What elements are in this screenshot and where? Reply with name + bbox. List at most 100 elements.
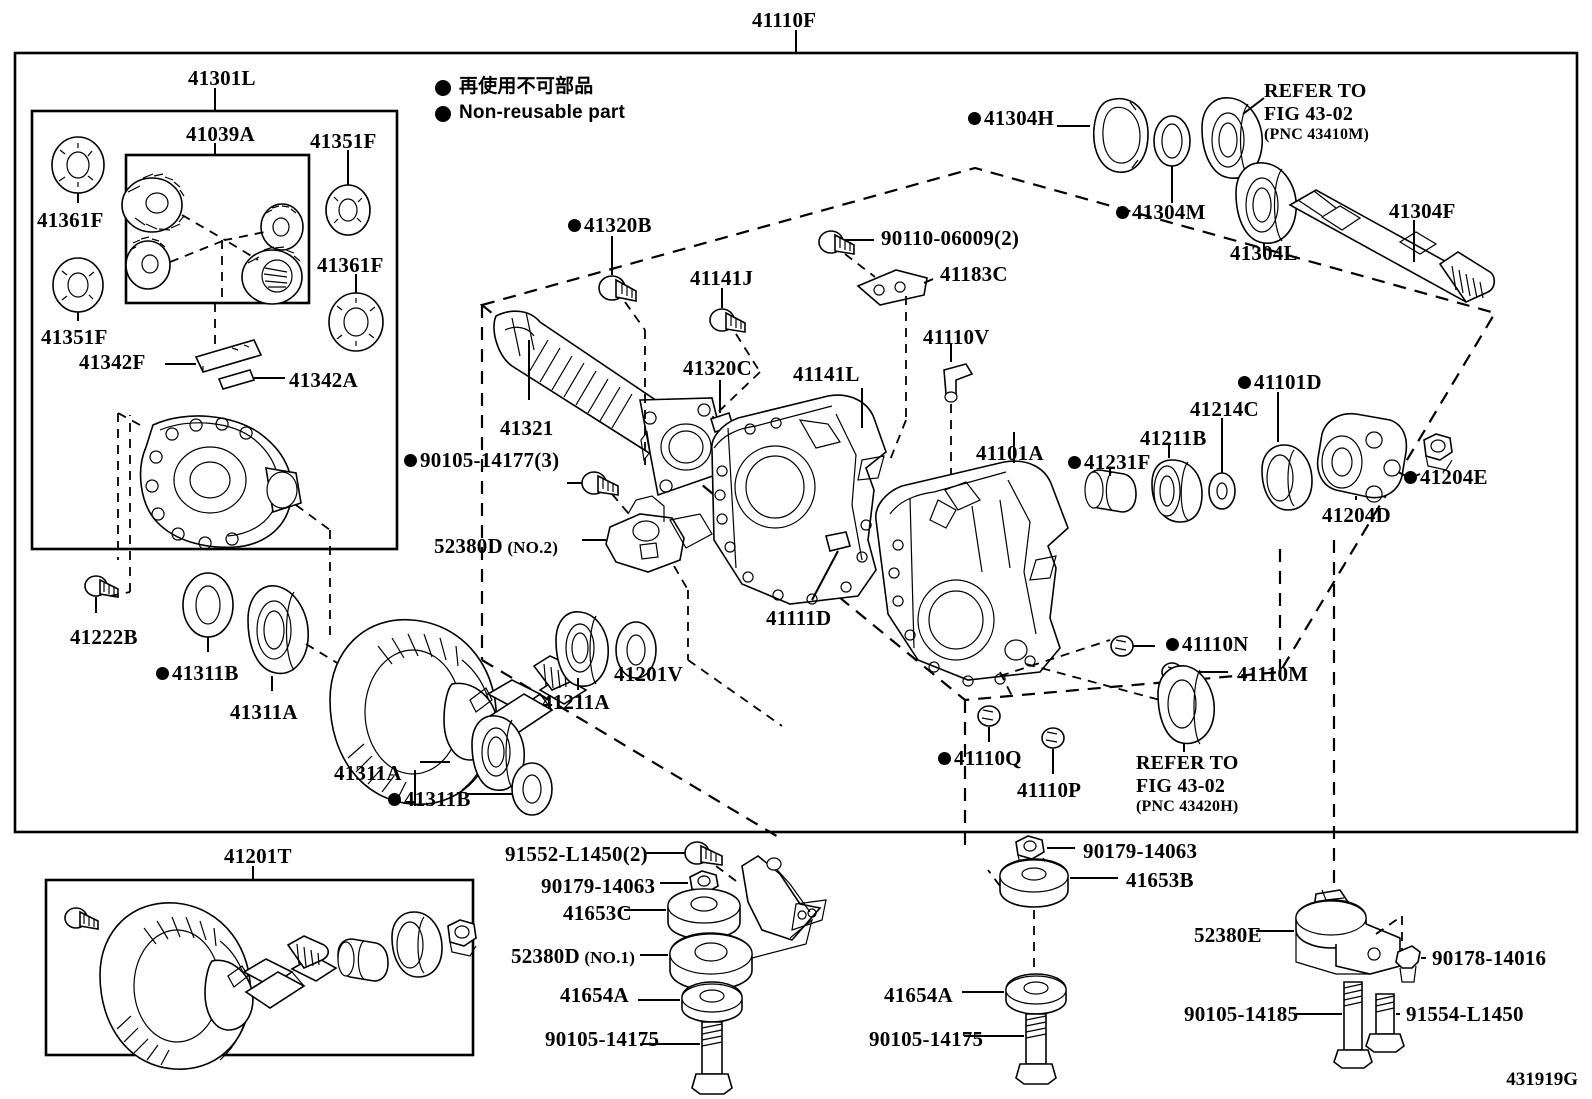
part-41311A-bearing-lower	[471, 715, 525, 791]
part-number-text: 41351F	[310, 129, 377, 153]
part-41342F-shaft	[165, 339, 263, 373]
part-number-text: 90179-14063	[1083, 839, 1198, 863]
part-41111D-dowel	[811, 531, 851, 601]
part-label-41311a: 41311A	[334, 763, 402, 784]
part-label-41342f: 41342F	[79, 352, 146, 373]
part-41211A-bearing	[555, 611, 609, 690]
part-41214C-washer	[1208, 418, 1236, 510]
non-reusable-marker-icon	[1238, 375, 1251, 389]
part-number-text: 41222B	[70, 625, 138, 649]
figure-number: 431919G	[1506, 1069, 1578, 1090]
part-differential-case	[117, 412, 331, 640]
part-label-52380dno1: 52380D (NO.1)	[511, 946, 635, 967]
part-41039A-gear-set	[121, 173, 304, 345]
part-number-text: 90105-14175	[869, 1027, 984, 1051]
part-number-text: 41141L	[793, 362, 860, 386]
part-41101A-carrier	[875, 432, 1161, 701]
part-label-90179-14063: 90179-14063	[1083, 841, 1197, 862]
part-41101D-oil-seal	[1261, 392, 1313, 511]
part-number-text: 41204E	[1420, 465, 1488, 489]
part-number-text: 41201V	[614, 662, 683, 686]
part-label-41351f: 41351F	[41, 327, 108, 348]
part-number-text: 41311B	[404, 787, 471, 811]
part-label-41211a: 41211A	[542, 692, 610, 713]
part-label-41110p: 41110P	[1017, 780, 1081, 801]
refer-line-3-pnc: (PNC 43410M)	[1264, 125, 1370, 143]
part-number-text: 41110Q	[954, 746, 1022, 770]
part-number-text: 41214C	[1190, 397, 1259, 421]
part-41311B-shim-upper	[182, 572, 234, 652]
part-label-41101a: 41101A	[976, 443, 1044, 464]
part-number-text: 41342A	[289, 368, 358, 392]
part-label-90179-14063: 90179-14063	[541, 876, 655, 897]
part-label-41101d: 41101D	[1238, 372, 1322, 393]
part-label-41304l: 41304L	[1230, 243, 1298, 264]
part-label-90105-14185: 90105-14185	[1184, 1004, 1298, 1025]
legend-english: Non-reusable part	[459, 102, 625, 123]
part-label-41351f: 41351F	[310, 131, 377, 152]
part-41141J-bolt	[709, 288, 761, 419]
part-label-41110v: 41110V	[923, 327, 990, 348]
part-number-text: 41654A	[560, 983, 629, 1007]
part-label-41214c: 41214C	[1190, 399, 1259, 420]
part-number-text: 90105-14175	[545, 1027, 660, 1051]
part-label-41110m: 41110M	[1237, 664, 1308, 685]
part-number-text: 52380D (NO.1)	[511, 944, 636, 968]
part-number-text: 90178-14016	[1432, 946, 1547, 970]
part-label-91552-l14502: 91552-L1450(2)	[505, 844, 648, 865]
part-label-41311a: 41311A	[230, 702, 298, 723]
part-label-41201t: 41201T	[224, 846, 292, 867]
part-number-text: 90105-14185	[1184, 1002, 1299, 1026]
part-41304H-snap-ring	[1057, 97, 1149, 173]
part-41304L-bearing	[1235, 162, 1297, 250]
part-number-text: 41311A	[334, 761, 402, 785]
non-reusable-marker-icon	[156, 666, 169, 680]
part-number-text: 41361F	[317, 253, 384, 277]
refer-line-2: FIG 43-02	[1264, 102, 1354, 125]
part-41110N-plug	[1110, 635, 1155, 657]
part-label-90110-060092: 90110-06009(2)	[881, 228, 1019, 249]
part-label-41304h: 41304H	[968, 108, 1054, 129]
part-41361F-upper	[51, 136, 105, 203]
part-number-text: 90179-14063	[541, 874, 656, 898]
part-label-41304m: 41304M	[1116, 202, 1206, 223]
non-reusable-marker-icon	[1068, 455, 1081, 469]
part-ring-and-pinion-gear	[329, 618, 588, 806]
part-label-91554-l1450: 91554-L1450	[1406, 1004, 1524, 1025]
part-number-text: 41320C	[683, 356, 752, 380]
sub-panel-41301L-border	[30, 88, 399, 551]
non-reusable-marker-icon	[1404, 470, 1417, 484]
part-41201V-washer	[615, 621, 657, 680]
part-number-text: 41304H	[984, 106, 1055, 130]
part-41311B-shim-lower	[468, 762, 553, 816]
legend-japanese: 再使用不可部品	[459, 75, 594, 97]
non-reusable-marker-icon	[404, 453, 417, 467]
part-41304M-oring	[1153, 115, 1191, 203]
part-label-41211b: 41211B	[1140, 428, 1207, 449]
part-41361F-right	[328, 274, 384, 352]
part-41201T-assembly	[64, 902, 477, 1070]
part-label-41231f: 41231F	[1068, 452, 1151, 473]
part-41342A-pin	[217, 369, 285, 390]
part-number-text: 91554-L1450	[1406, 1002, 1524, 1026]
part-52380D-no2-mount	[582, 495, 783, 727]
part-label-90105-14175: 90105-14175	[545, 1029, 659, 1050]
part-number-text: 41361F	[37, 208, 104, 232]
part-label-41654a: 41654A	[884, 985, 953, 1006]
part-number-text: 41211B	[1140, 426, 1207, 450]
main-group-border	[13, 30, 1579, 834]
part-label-52380dno2: 52380D (NO.2)	[434, 536, 558, 557]
part-label-41361f: 41361F	[37, 210, 104, 231]
part-label-41654a: 41654A	[560, 985, 629, 1006]
refer-line-1: REFER TO	[1264, 80, 1367, 102]
part-number-text: 41653B	[1126, 868, 1194, 892]
part-number-text: 41110N	[1182, 632, 1249, 656]
part-number-text: 41351F	[41, 325, 108, 349]
part-label-41320b: 41320B	[568, 215, 652, 236]
part-41351F-lower	[52, 257, 104, 321]
part-label-41653c: 41653C	[563, 903, 632, 924]
mount-assembly-52380D-no1	[624, 841, 827, 1095]
part-number-text: 41201T	[224, 844, 292, 868]
